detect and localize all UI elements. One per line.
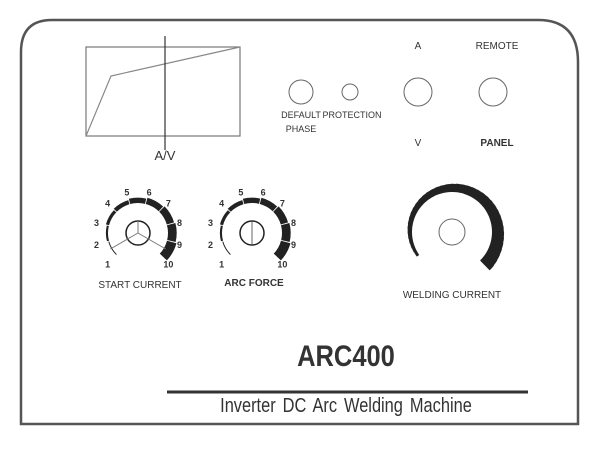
characteristic-display: A/V (85, 36, 241, 163)
axis-label: A/V (155, 148, 176, 163)
panel-outline (19, 18, 580, 426)
svg-text:A: A (415, 41, 422, 52)
scale-arc-segment (242, 197, 261, 205)
scale-arc-segment (105, 210, 117, 226)
knob-cap[interactable] (438, 218, 466, 246)
scale-arc-segment (105, 225, 110, 242)
scale-arc-segment (483, 253, 498, 266)
scale-arc-segment (435, 186, 443, 195)
svg-text:V: V (415, 138, 422, 149)
volt-ampere-curve (85, 46, 241, 137)
scale-arc-segment (128, 197, 147, 205)
scale-number: 10 (163, 259, 173, 269)
arc-force-label: ARC FORCE (224, 278, 284, 289)
scale-arc-segment (485, 249, 500, 261)
scale-arc-segment (440, 184, 447, 194)
scale-arc-segment (479, 256, 495, 271)
scale-arc-segment (459, 184, 468, 195)
scale-arc-segment (411, 246, 417, 253)
scale-arc-segment (421, 193, 430, 202)
scale-arc-segment (145, 197, 164, 212)
scale-number: 1 (105, 259, 110, 269)
scale-number: 9 (177, 240, 182, 250)
scale-arc-segment (273, 206, 289, 225)
scale-arc-segment (482, 199, 495, 211)
scale-arc-segment (472, 189, 483, 201)
scale-arc-segment (415, 200, 424, 209)
scale-arc-segment (222, 241, 231, 255)
scale-arc-segment (487, 209, 501, 219)
scale-arc-segment (410, 208, 418, 217)
scale-arc-segment (487, 244, 503, 256)
scale-arc-segment (490, 219, 504, 228)
model-name: ARC400 (297, 339, 395, 372)
indicator-protection: PROTECTION (322, 83, 382, 120)
scale-arc-segment (425, 190, 434, 199)
scale-arc-segment (166, 222, 177, 243)
start-current-label: START CURRENT (98, 280, 181, 291)
svg-text:REMOTE: REMOTE (476, 41, 519, 52)
scale-arc-segment (409, 242, 415, 249)
scale-arc-segment (159, 206, 175, 225)
scale-arc-segment (476, 192, 487, 204)
switch-meter-a-v[interactable]: A V (403, 41, 433, 149)
scale-number: 3 (94, 218, 99, 228)
scale-arc-segment (468, 187, 478, 198)
switch-remote-panel[interactable]: REMOTE PANEL (476, 41, 519, 149)
scale-number: 6 (147, 187, 152, 197)
scale-number: 9 (291, 240, 296, 250)
welding-current-knob[interactable] (407, 183, 505, 271)
scale-arc-segment (159, 240, 177, 261)
scale-arc-segment (490, 236, 505, 244)
indicator-default-phase: DEFAULT PHASE (281, 79, 321, 134)
scale-arc-segment (464, 185, 473, 196)
scale-arc-segment (489, 240, 504, 250)
scale-number: 7 (280, 199, 285, 209)
scale-arc-segment (280, 222, 291, 243)
scale-arc-segment (407, 223, 413, 230)
scale-arc-segment (479, 195, 491, 207)
scale-arc-segment (455, 183, 463, 193)
scale-number: 8 (177, 218, 182, 228)
scale-arc-segment (418, 196, 427, 205)
svg-text:PROTECTION: PROTECTION (322, 110, 381, 120)
knob-pointer (110, 232, 139, 250)
scale-arc-segment (408, 213, 416, 221)
scale-arc-segment (412, 204, 421, 213)
scale-number: 3 (208, 218, 213, 228)
svg-text:DEFAULT: DEFAULT (281, 110, 321, 120)
scale-arc-segment (414, 250, 420, 257)
scale-arc-segment (407, 218, 414, 225)
scale-arc-segment (408, 237, 414, 244)
scale-number: 2 (94, 240, 99, 250)
svg-text:PANEL: PANEL (480, 138, 513, 149)
scale-number: 5 (124, 187, 129, 197)
scale-number: 8 (291, 218, 296, 228)
scale-arc-segment (489, 214, 502, 224)
scale-number: 6 (261, 187, 266, 197)
scale-arc-segment (219, 225, 224, 242)
scale-arc-segment (430, 187, 439, 197)
scale-arc-segment (259, 197, 278, 212)
model-subtitle: Inverter DC Arc Welding Machine (220, 393, 472, 416)
scale-number: 5 (238, 187, 243, 197)
scale-number: 4 (105, 199, 110, 209)
scale-arc-segment (485, 204, 498, 215)
svg-text:PHASE: PHASE (286, 124, 317, 134)
scale-arc-segment (273, 240, 291, 261)
welding-current-label: WELDING CURRENT (403, 290, 501, 301)
knob-pointer (137, 232, 166, 250)
scale-number: 4 (219, 199, 224, 209)
scale-arc-segment (113, 200, 130, 212)
scale-arc-segment (227, 200, 244, 212)
scale-number: 7 (166, 199, 171, 209)
scale-arc-segment (219, 210, 231, 226)
scale-number: 10 (277, 259, 287, 269)
scale-number: 2 (208, 240, 213, 250)
scale-number: 1 (219, 259, 224, 269)
